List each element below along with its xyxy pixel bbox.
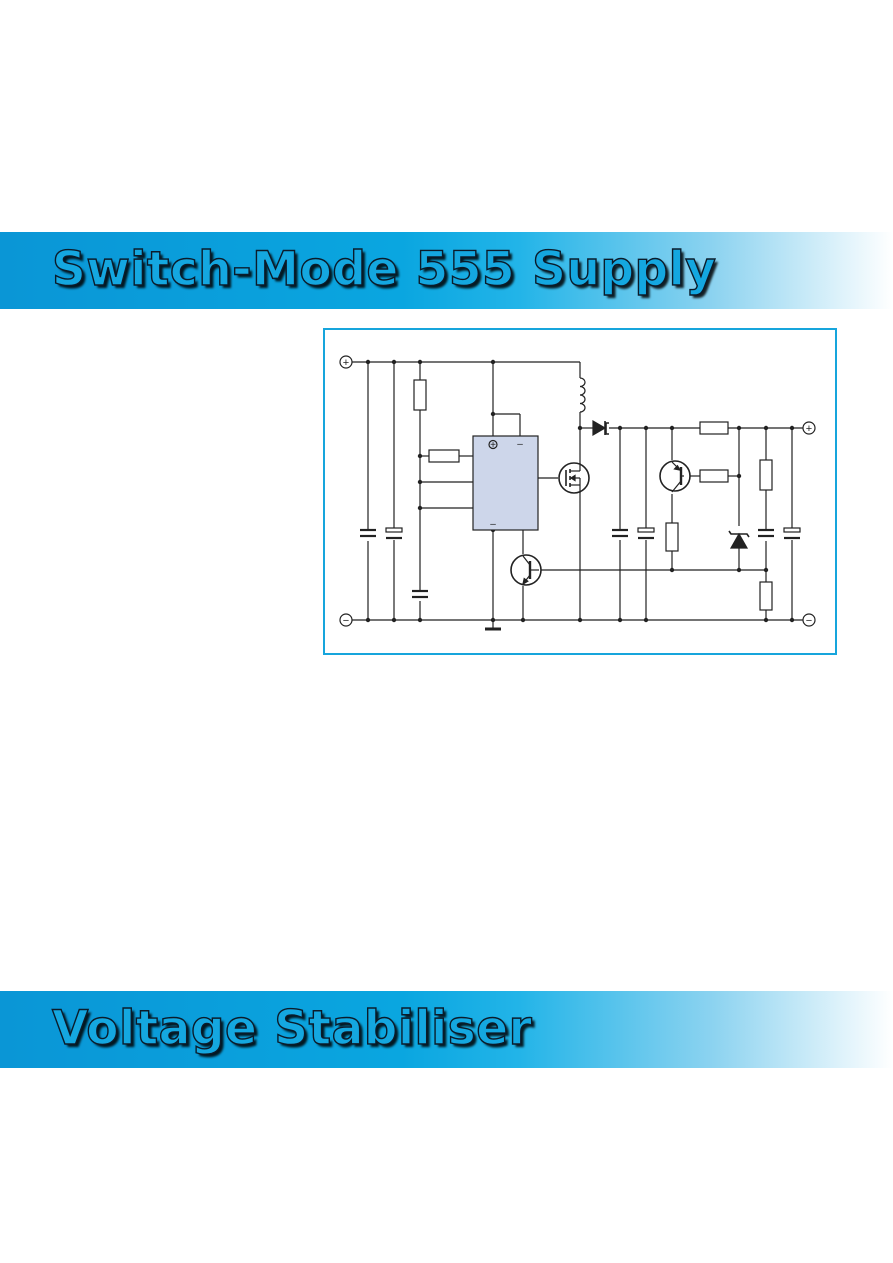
circuit-diagram: + − + − bbox=[339, 355, 816, 631]
schottky-diode bbox=[592, 419, 609, 437]
input-electrolytic-capacitor bbox=[385, 527, 403, 540]
output-capacitor bbox=[612, 528, 628, 538]
inductor bbox=[579, 377, 586, 413]
output-electrolytic-capacitor bbox=[637, 527, 655, 540]
title-banner-voltage-stabiliser: Voltage Stabiliser bbox=[0, 991, 893, 1068]
svg-text:−: − bbox=[806, 615, 812, 627]
svg-text:+: + bbox=[806, 423, 812, 435]
filter-capacitor bbox=[758, 528, 774, 538]
svg-text:+: + bbox=[343, 357, 349, 369]
output-negative-terminal: − bbox=[802, 613, 816, 627]
resistor-r2 bbox=[428, 449, 460, 463]
resistor-base bbox=[699, 469, 729, 483]
ic-pin-minus-label: – bbox=[517, 439, 523, 450]
article-title-voltage-stabiliser: Voltage Stabiliser bbox=[51, 1001, 533, 1056]
ic-ground-pin-label: – bbox=[490, 519, 496, 530]
final-electrolytic-capacitor bbox=[783, 527, 801, 540]
pnp-transistor bbox=[659, 460, 691, 493]
timing-capacitor bbox=[412, 589, 428, 599]
title-banner-switch-mode: Switch-Mode 555 Supply bbox=[0, 232, 893, 309]
article-title-switch-mode: Switch-Mode 555 Supply bbox=[51, 242, 717, 297]
resistor-collector bbox=[665, 522, 679, 552]
resistor-sense bbox=[699, 421, 729, 435]
junction-dots bbox=[365, 359, 795, 623]
timer-ic-555: + – – bbox=[472, 435, 539, 531]
resistor-divider-top bbox=[759, 459, 773, 491]
output-positive-terminal: + bbox=[802, 421, 816, 435]
resistor-r1 bbox=[413, 379, 427, 411]
svg-text:−: − bbox=[343, 615, 349, 627]
resistor-divider-bottom bbox=[759, 581, 773, 611]
mosfet-switch bbox=[558, 462, 590, 494]
input-capacitor bbox=[360, 528, 376, 538]
wiring bbox=[352, 361, 803, 628]
zener-diode bbox=[728, 530, 750, 549]
input-negative-terminal: − bbox=[339, 613, 353, 627]
schematic-figure: + − + − bbox=[323, 328, 837, 655]
npn-transistor bbox=[510, 554, 542, 586]
ic-supply-pin-label: + bbox=[490, 440, 496, 451]
input-positive-terminal: + bbox=[339, 355, 353, 369]
